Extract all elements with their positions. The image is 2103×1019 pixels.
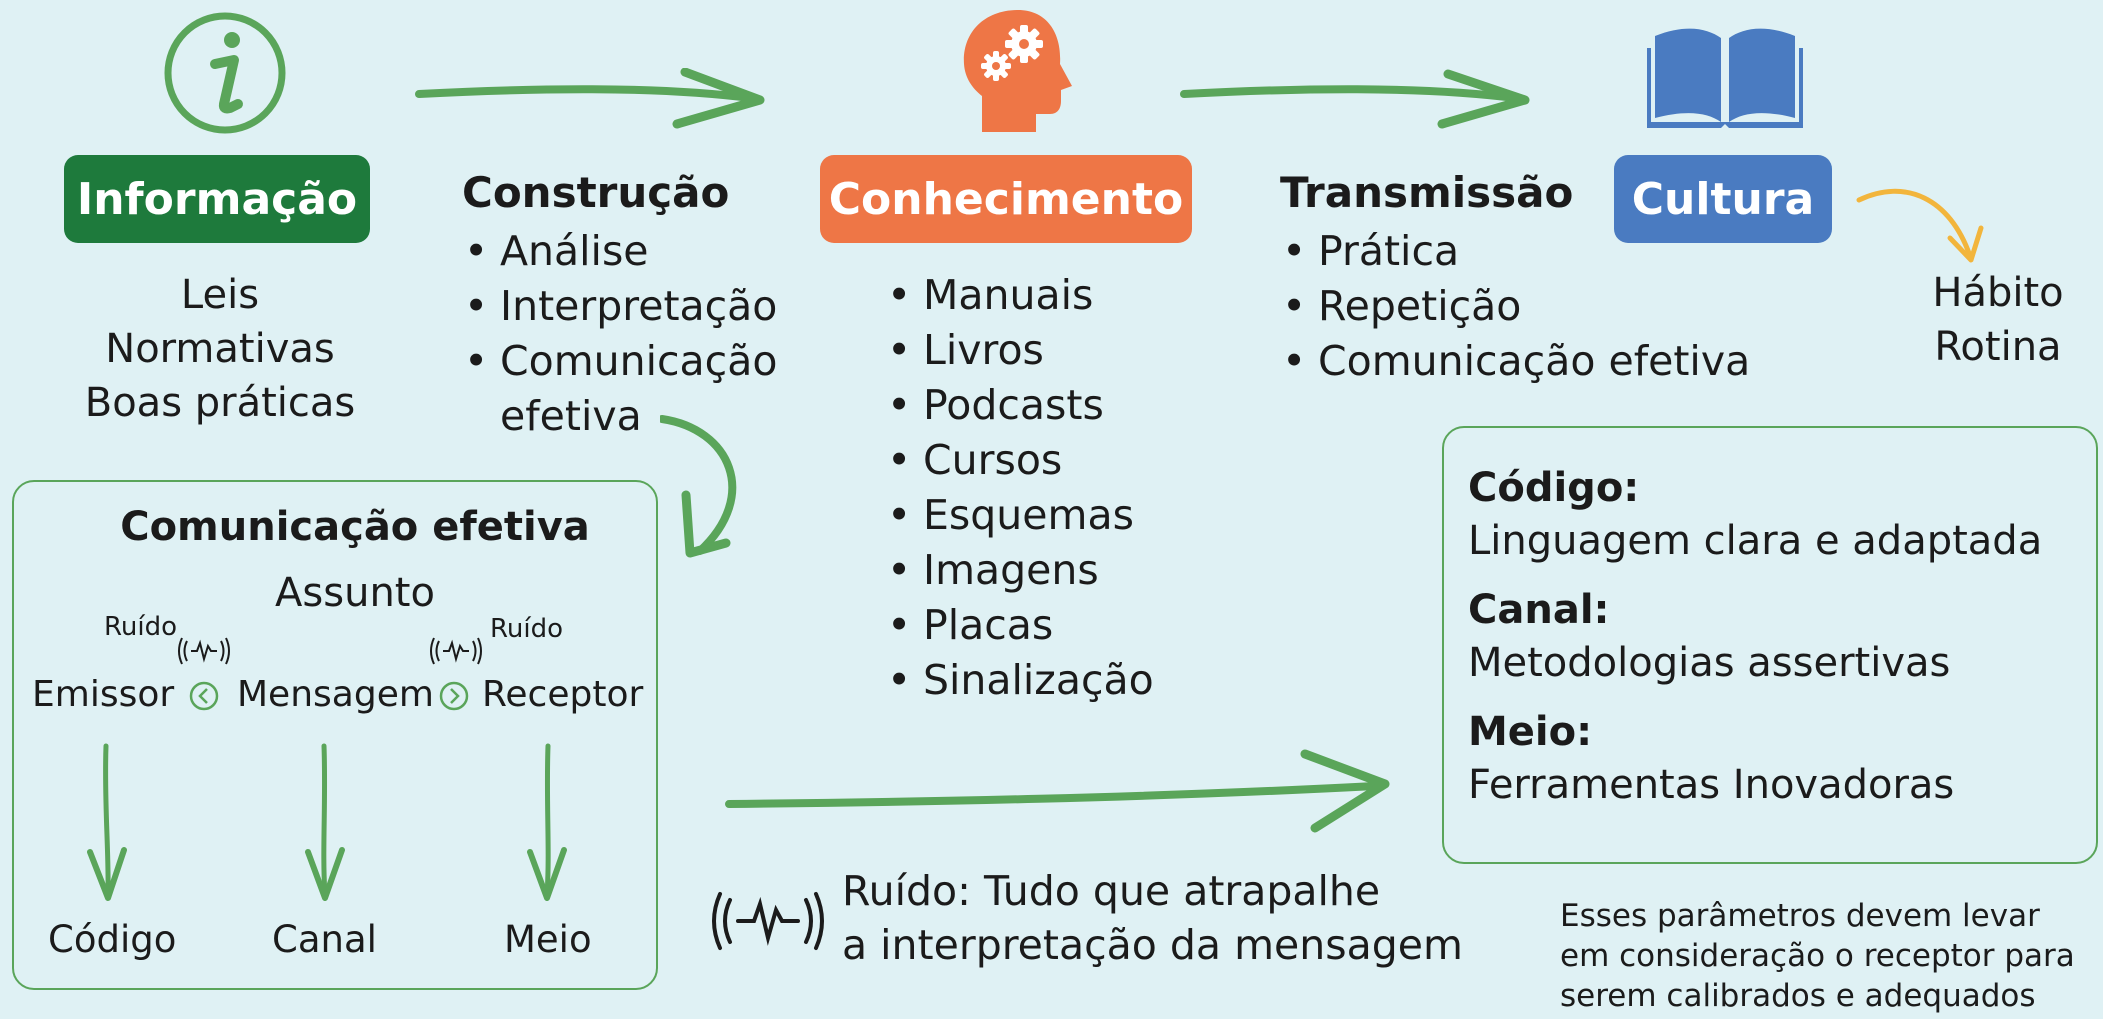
arrow-knowledge-to-culture (1180, 69, 1530, 129)
noise-wave-icon (712, 892, 824, 950)
construcao-list: Análise Interpretação Comunicação efetiv… (462, 224, 802, 444)
list-item: Livros (885, 323, 1205, 378)
transmissao-list: Prática Repetição Comunicação efetiva (1280, 224, 1780, 389)
informacao-items: Leis Normativas Boas práticas (60, 268, 380, 430)
informacao-pill: Informação (64, 155, 370, 243)
construcao-title: Construção (462, 168, 730, 217)
footnote-line: em consideração o receptor para (1560, 938, 2075, 974)
box-bottom-codigo: Código (48, 918, 177, 961)
parameter-value: Linguagem clara e adaptada (1468, 518, 2043, 564)
open-book-icon (1647, 28, 1803, 128)
list-item: Comunicação efetiva (1280, 334, 1780, 389)
mensagem-label: Mensagem (237, 674, 434, 715)
list-item: Prática (1280, 224, 1780, 279)
transmissao-title: Transmissão (1280, 168, 1574, 217)
arrow-down-meio (527, 743, 567, 901)
list-item: Normativas (105, 326, 335, 372)
parameters-list: Código: Linguagem clara e adaptada Canal… (1468, 462, 2042, 812)
noise-note-line: a interpretação da mensagem (842, 921, 1463, 969)
noise-label-right: Ruído (490, 614, 564, 644)
emissor-label: Emissor (32, 674, 175, 715)
parameter-label: Meio: (1468, 709, 1593, 755)
arrow-box-to-parameters (725, 749, 1390, 833)
parameter-value: Metodologias assertivas (1468, 640, 1951, 686)
list-item: Hábito (1932, 270, 2064, 316)
list-item: Comunicação efetiva (462, 334, 802, 444)
communication-subject: Assunto (275, 570, 435, 616)
noise-wave-icon (178, 637, 230, 665)
list-item: Podcasts (885, 378, 1205, 433)
box-bottom-canal: Canal (272, 918, 377, 961)
arrow-down-canal (305, 743, 345, 901)
footnote-line: Esses parâmetros devem levar (1560, 898, 2040, 934)
noise-wave-icon (430, 637, 482, 665)
list-item: Esquemas (885, 488, 1205, 543)
parameters-box (1442, 426, 2098, 864)
box-bottom-meio: Meio (504, 918, 592, 961)
info-icon (164, 12, 286, 134)
list-item: Leis (180, 272, 260, 318)
footnote: Esses parâmetros devem levar em consider… (1560, 896, 2075, 1016)
footnote-line: serem calibrados e adequados (1560, 978, 2036, 1014)
list-item: Cursos (885, 433, 1205, 488)
list-item: Sinalização (885, 653, 1205, 708)
arrow-down-codigo (87, 743, 127, 901)
parameter-value: Ferramentas Inovadoras (1468, 762, 1955, 808)
list-item: Placas (885, 598, 1205, 653)
chevron-right-icon (439, 681, 469, 711)
communication-box (12, 480, 658, 990)
list-item: Análise (462, 224, 802, 279)
brain-gears-icon (963, 10, 1072, 132)
noise-label-left: Ruído (104, 612, 178, 642)
communication-box-title: Comunicação efetiva (120, 504, 590, 550)
list-item: Repetição (1280, 279, 1780, 334)
cultura-items: Hábito Rotina (1918, 266, 2078, 374)
list-item: Manuais (885, 268, 1205, 323)
list-item: Imagens (885, 543, 1205, 598)
receptor-label: Receptor (482, 674, 644, 715)
list-item: Boas práticas (84, 380, 356, 426)
list-item: Rotina (1934, 324, 2062, 370)
chevron-left-icon (189, 681, 219, 711)
parameter-label: Código: (1468, 465, 1640, 511)
arrow-culture-to-habit (1856, 188, 1984, 263)
conhecimento-pill: Conhecimento (820, 155, 1192, 243)
conhecimento-list: Manuais Livros Podcasts Cursos Esquemas … (885, 268, 1205, 708)
noise-note: Ruído: Tudo que atrapalhe a interpretaçã… (842, 864, 1463, 972)
parameter-label: Canal: (1468, 587, 1610, 633)
arrow-info-to-knowledge (415, 68, 765, 129)
noise-note-line: Ruído: Tudo que atrapalhe (842, 867, 1381, 915)
list-item: Interpretação (462, 279, 802, 334)
